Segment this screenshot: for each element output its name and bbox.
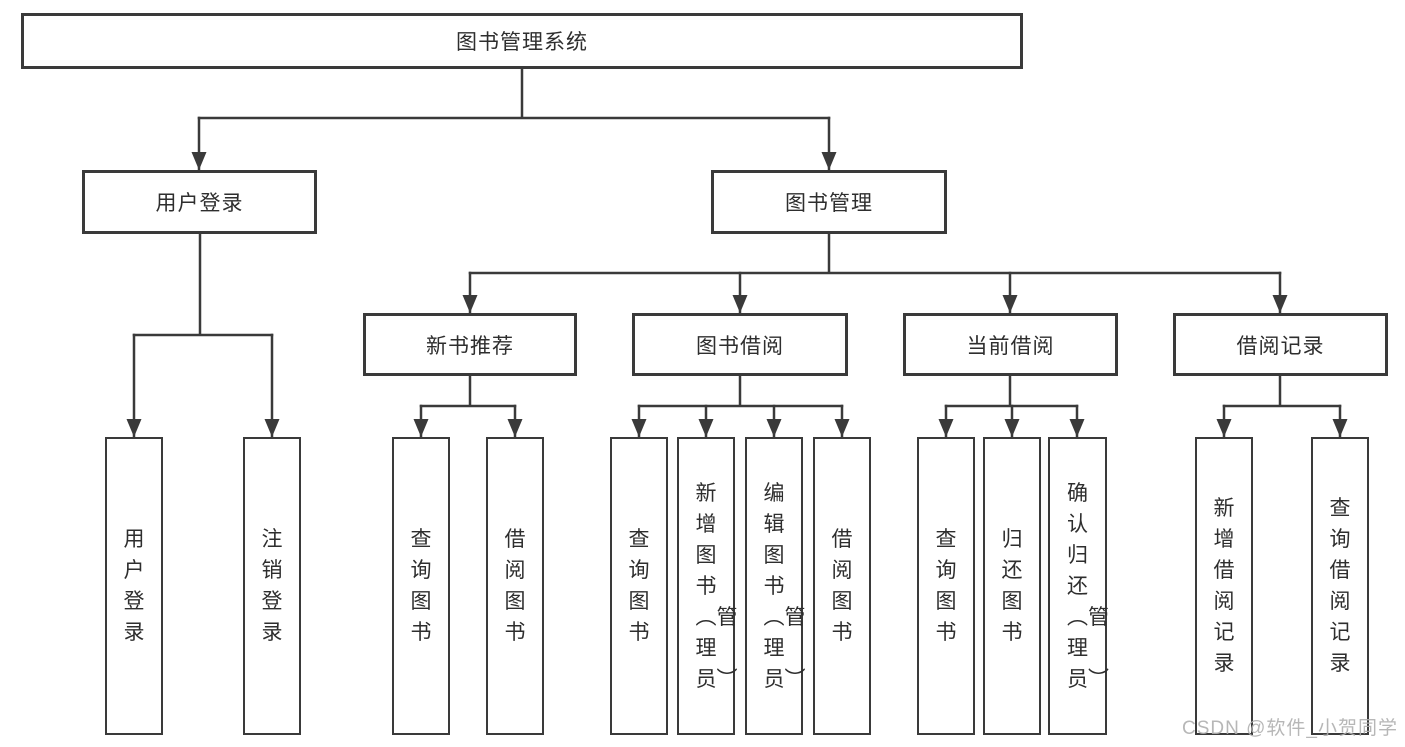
leaf-borrowing-borrow-book-label: 借阅图书 [831, 528, 853, 644]
leaf-current-query-book-label: 查询图书 [935, 528, 957, 644]
leaf-user-login-label: 用户登录 [123, 528, 145, 644]
leaf-records-query-record-label: 查询借阅记录 [1329, 497, 1351, 675]
connector-current-borrow-stem [944, 374, 1079, 408]
node-new-book-recommend-label: 新书推荐 [426, 334, 514, 358]
node-current-borrowing: 当前借阅 [903, 313, 1118, 376]
leaf-newbooks-query-book-label: 查询图书 [410, 528, 432, 644]
node-book-management: 图书管理 [711, 170, 947, 234]
leaf-borrowing-borrow-book: 借阅图书 [813, 437, 871, 735]
csdn-watermark: CSDN @软件_小贺同学 [1182, 718, 1398, 739]
leaf-borrowing-add-book-label: 新增图书︵管理员︶ [695, 481, 738, 691]
leaf-records-add-record-label: 新增借阅记录 [1213, 497, 1235, 675]
leaf-borrowing-edit-book-label: 编辑图书︵管理员︶ [763, 481, 806, 691]
leaf-borrowing-query-book-label: 查询图书 [628, 528, 650, 644]
leaf-records-query-record: 查询借阅记录 [1311, 437, 1369, 735]
node-book-borrowing-label: 图书借阅 [696, 334, 784, 358]
connector-book-mgmt-stem [468, 232, 1282, 275]
connector-new-books-stem [419, 374, 517, 408]
leaf-current-confirm-return: 确认归还︵管理员︶ [1048, 437, 1109, 735]
leaf-user-login: 用户登录 [105, 437, 163, 735]
node-root-system: 图书管理系统 [21, 13, 1023, 69]
node-user-login: 用户登录 [82, 170, 317, 234]
leaf-current-return-book: 归还图书 [983, 437, 1041, 735]
connector-user-login-stem [132, 232, 274, 337]
node-book-management-label: 图书管理 [785, 192, 873, 215]
leaf-newbooks-query-book: 查询图书 [392, 437, 450, 735]
node-root-label: 图书管理系统 [456, 31, 588, 54]
leaf-current-query-book: 查询图书 [917, 437, 975, 735]
leaf-newbooks-borrow-book: 借阅图书 [486, 437, 544, 735]
leaf-records-add-record: 新增借阅记录 [1195, 437, 1253, 735]
leaf-logout: 注销登录 [243, 437, 301, 735]
node-book-borrowing: 图书借阅 [632, 313, 848, 376]
node-new-book-recommend: 新书推荐 [363, 313, 577, 376]
connector-root-stem [197, 66, 831, 120]
leaf-current-confirm-return-label: 确认归还︵管理员︶ [1067, 481, 1109, 691]
node-borrow-records-label: 借阅记录 [1236, 334, 1325, 358]
node-current-borrowing-label: 当前借阅 [966, 334, 1055, 358]
leaf-borrowing-add-book: 新增图书︵管理员︶ [677, 437, 738, 735]
leaf-borrowing-query-book: 查询图书 [610, 437, 668, 735]
node-user-login-label: 用户登录 [155, 192, 244, 215]
leaf-borrowing-edit-book: 编辑图书︵管理员︶ [745, 437, 806, 735]
leaf-logout-label: 注销登录 [261, 528, 283, 644]
leaf-newbooks-borrow-book-label: 借阅图书 [504, 528, 526, 644]
connector-borrow-records-stem [1222, 374, 1342, 408]
connector-book-borrow-stem [637, 374, 844, 408]
leaf-current-return-book-label: 归还图书 [1001, 528, 1023, 644]
node-borrow-records: 借阅记录 [1173, 313, 1388, 376]
